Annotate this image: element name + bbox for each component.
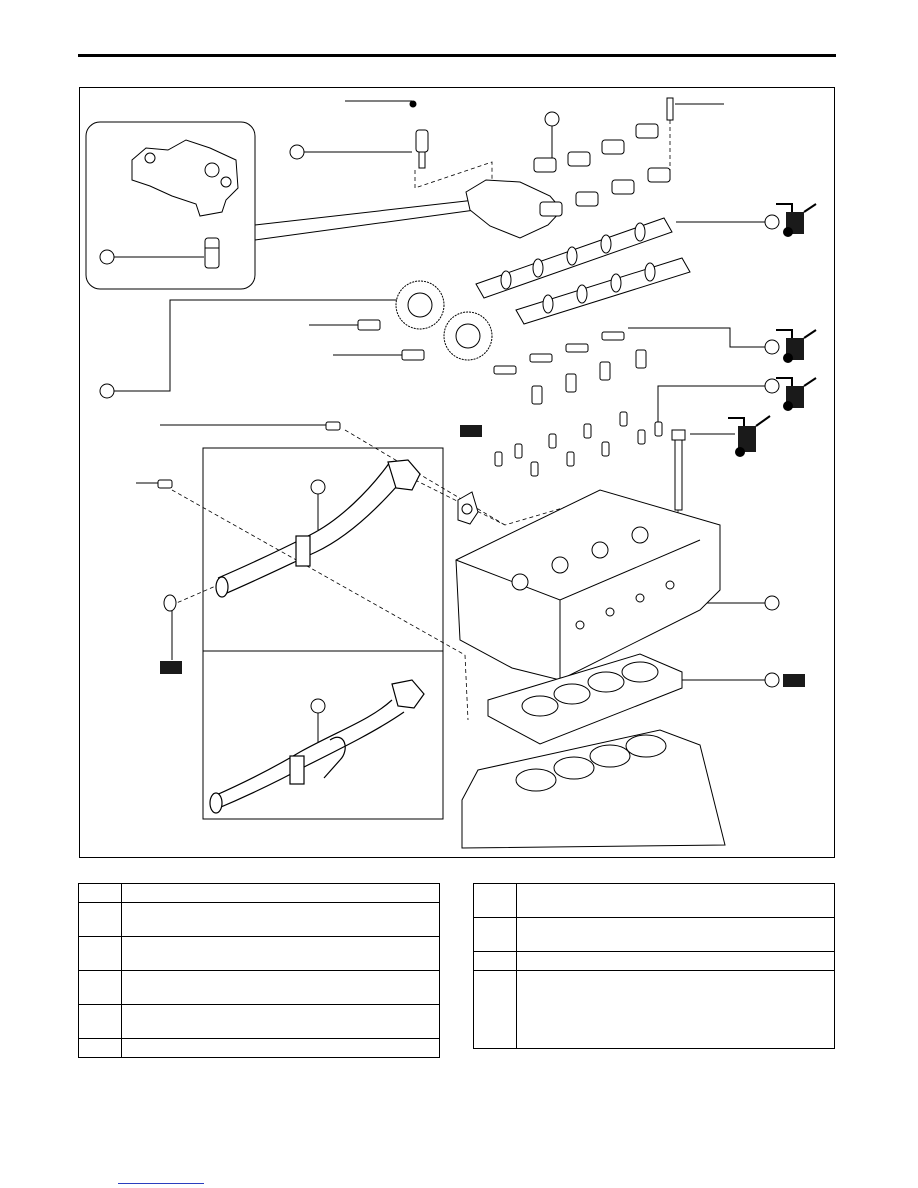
legend-right-desc (516, 917, 835, 952)
legend-left-num (78, 902, 122, 937)
callout-rocker-caps (544, 111, 560, 127)
legend-table-left (78, 883, 440, 1058)
housing-cap-boss-3 (220, 176, 232, 188)
callout-cylinder-head (764, 595, 780, 611)
rocker-cap-5 (539, 201, 563, 217)
callout-head-gasket (764, 672, 780, 688)
intake-vvt-hub (407, 292, 433, 318)
legend-table-right (473, 883, 835, 1049)
leader-sprocket-left (114, 299, 404, 392)
dashed-vvt-path (414, 161, 493, 189)
header-rule (78, 54, 836, 57)
callout-water-pipe-b (310, 698, 326, 714)
oil-can-icon (776, 329, 817, 363)
legend-left-num (78, 1004, 122, 1039)
rocker-cap-6 (575, 191, 599, 207)
inset-connector-1 (254, 199, 476, 226)
dashed-head-to-block (464, 654, 469, 721)
legend-right-desc (516, 883, 835, 918)
rocker-cap-7 (611, 179, 635, 195)
callout-sprocket-left (99, 383, 115, 399)
legend-left-num (78, 883, 122, 903)
leader-lash-adjusters (657, 385, 765, 428)
legend-left-desc (121, 1004, 440, 1039)
sprocket-bolt-2 (401, 349, 425, 361)
cylinder-head-bolt (674, 429, 683, 511)
cam-cap-bolt (666, 97, 674, 121)
footer-page-link[interactable] (118, 1183, 204, 1184)
pipe-bolt-top (325, 421, 341, 431)
legend-left-desc (121, 970, 440, 1005)
replace-part-tag-head-gasket (783, 674, 805, 687)
legend-right-num (473, 970, 517, 1049)
camshaft-housing (465, 179, 563, 239)
replace-part-tag-gasket (460, 425, 482, 437)
legend-right-desc (516, 970, 835, 1049)
oil-can-icon (776, 203, 817, 237)
rocker-cap-2 (567, 151, 591, 167)
legend-left-desc (121, 1038, 440, 1058)
oil-can-icon (728, 415, 771, 457)
housing-cap-detail (131, 139, 239, 217)
callout-lash-adjusters (764, 378, 780, 394)
callout-water-pipe-a (310, 479, 326, 495)
cylinder-block (461, 729, 726, 849)
sprocket-bolt-1 (357, 319, 381, 331)
legend-left-desc (121, 936, 440, 971)
replace-part-tag-oring (160, 661, 182, 674)
housing-cap-boss-1 (144, 152, 156, 164)
dashed-gasket-path (414, 479, 601, 526)
legend-right-desc (516, 951, 835, 971)
leader-rocker-arms (628, 327, 765, 348)
oil-can-icon (776, 377, 817, 411)
cylinder-head-gasket (487, 653, 683, 745)
vvt-oil-control-valve (415, 129, 429, 153)
legend-left-desc (121, 902, 440, 937)
legend-left-desc (121, 883, 440, 903)
legend-left-num (78, 1038, 122, 1058)
exploded-view-frame (79, 87, 835, 858)
rocker-cap-8 (647, 167, 671, 183)
callout-oil-filter-sleeve (99, 249, 115, 265)
rocker-cap-1 (533, 157, 557, 173)
pipe-bolt-left (157, 479, 173, 489)
legend-left-num (78, 970, 122, 1005)
callout-rocker-arms (764, 339, 780, 355)
legend-right-num (473, 883, 517, 918)
rocker-cap-3 (601, 139, 625, 155)
callout-camshafts (764, 214, 780, 230)
exhaust-vvt-hub (455, 323, 481, 349)
detail-inset-panel (85, 121, 256, 290)
callout-vvt-valve (289, 144, 305, 160)
rocker-arm-set (493, 331, 647, 405)
inset-connector-2 (254, 209, 476, 241)
water-pipe-gasket-hole (461, 503, 473, 515)
cylinder-head-bolt-head (671, 429, 686, 441)
water-pipe-panel (202, 447, 444, 820)
cylinder-head (455, 489, 721, 681)
oil-filter-sleeve (204, 237, 220, 269)
legend-right-num (473, 951, 517, 971)
legend-right-num (473, 917, 517, 952)
vvt-valve-tip (418, 151, 426, 169)
housing-cap-boss-2 (204, 162, 220, 178)
water-pipe-b (209, 679, 425, 814)
rocker-cap-4 (635, 123, 659, 139)
dashed-pipe-bolt-top (344, 429, 506, 526)
legend-left-num (78, 936, 122, 971)
water-pipe-a (215, 459, 421, 598)
water-pipe-oring (163, 594, 177, 612)
vvt-bolt-head (409, 100, 417, 108)
lash-adjuster-set (494, 411, 663, 477)
dashed-pipe-bolt-left (171, 489, 466, 656)
cam-lobes (500, 222, 656, 314)
